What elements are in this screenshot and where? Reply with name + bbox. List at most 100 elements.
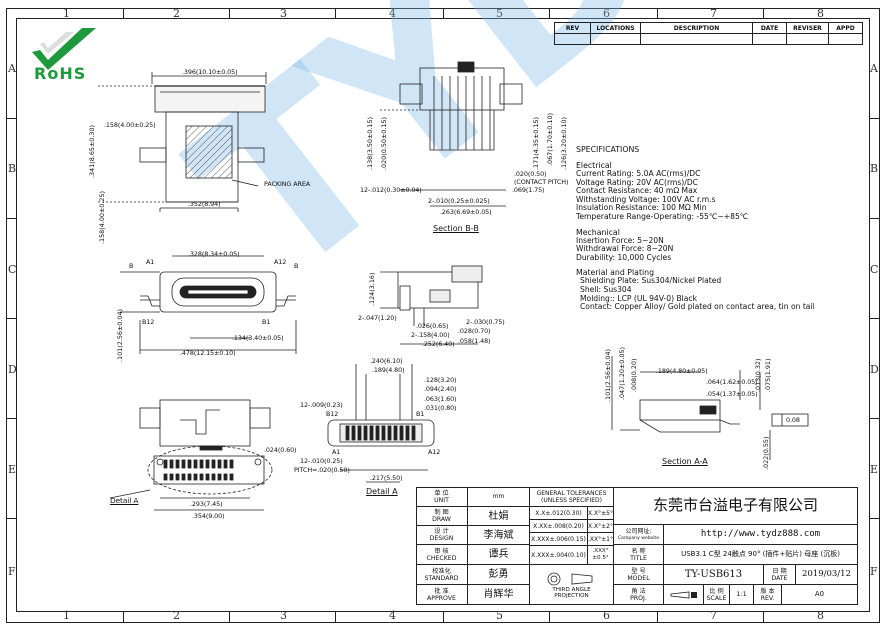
detail-a-outline xyxy=(327,364,435,483)
side-dim-6: .028(0.70) xyxy=(458,327,491,335)
spec-line: Withstanding Voltage: 100V AC r.m.s xyxy=(576,194,716,204)
revision-empty-row xyxy=(554,33,863,45)
checked-name: 谭兵 xyxy=(468,545,530,565)
detail-dim-3: .128(3.20) xyxy=(424,376,457,384)
front-width-dim: .328(8.34±0.05) xyxy=(188,250,240,258)
detail-b12-label: B12 xyxy=(326,410,339,418)
aa-dim-6: .075(1.91) xyxy=(764,358,772,392)
tol-linear-1: X.X±.012(0.30) xyxy=(530,507,588,520)
aa-flatness: 0.08 xyxy=(786,416,800,424)
section-bb-caption: Section B-B xyxy=(433,224,479,233)
front-dim-1: .134(3.40±0.05) xyxy=(232,334,284,342)
tol-angle-4: .XXX°±0.5° xyxy=(588,546,614,565)
tol-angle-2: X.X°±2° xyxy=(588,520,614,533)
col-label: 4 xyxy=(389,7,396,20)
tol-linear-3: X.XXX±.006(0.15) xyxy=(530,533,588,546)
row-label: A xyxy=(8,62,16,75)
col-label: 8 xyxy=(817,7,824,20)
bb-dim-3: .171(4.35±0.15) xyxy=(532,116,540,170)
drawing-frame-inner xyxy=(16,18,870,612)
third-angle-projection-icon xyxy=(547,572,592,585)
company-name: 东莞市台溢电子有限公司 xyxy=(614,487,858,525)
bb-dim-9: .263(6.69±0.05) xyxy=(440,208,492,216)
specifications-block: SPECIFICATIONS Electrical Current Rating… xyxy=(576,145,815,312)
bb-dim-7: 12-.012(0.30±0.04) xyxy=(360,186,422,194)
side-dim-2: 2-.047(1.20) xyxy=(358,314,397,322)
bottom-view-outline xyxy=(109,399,273,511)
side-dim-3: .026(0.65) xyxy=(416,322,449,330)
aa-dim-4: .189(4.80±0.05) xyxy=(656,367,708,375)
spec-mechanical-heading: Mechanical xyxy=(576,227,620,237)
detail-dim-5: .063(1.60) xyxy=(424,395,457,403)
model-value: TY-USB613 xyxy=(664,565,764,585)
aa-dim-3: .008(0.20) xyxy=(630,358,638,392)
title-value: USB3.1 C型 24触点 90° (插件+贴片) 母座 (沉板) xyxy=(664,545,858,565)
row-label: F xyxy=(8,565,16,578)
detail-dim-2: .189(4.80) xyxy=(372,366,405,374)
col-label: 3 xyxy=(280,609,287,622)
detail-dim-4: .094(2.40) xyxy=(424,385,457,393)
row-label: B xyxy=(8,162,17,175)
front-height-dim: .101(2.56±0.04) xyxy=(116,308,124,362)
projection-symbol-icon xyxy=(670,591,697,598)
spec-line: Temperature Range-Operating: -55℃~+85℃ xyxy=(576,211,749,221)
bb-dim-1: .138(3.50±0.15) xyxy=(366,116,374,170)
col-label: 6 xyxy=(603,7,610,20)
col-label: 5 xyxy=(496,609,503,622)
draw-name: 杜娟 xyxy=(468,507,530,526)
tol-angle-1: X.X°±5° xyxy=(588,507,614,520)
aa-dim-1: .101(2.56±0.04) xyxy=(604,348,612,402)
top-width-dim: .396(10.10±0.05) xyxy=(182,68,238,76)
col-label: 6 xyxy=(603,609,610,622)
detail-a-pins xyxy=(345,425,416,441)
row-label: D xyxy=(870,363,879,376)
col-label: 2 xyxy=(173,7,180,20)
unit-value: mm xyxy=(468,487,530,507)
projection-block: THIRD ANGLE PROJECTION xyxy=(530,565,614,605)
col-label: 2 xyxy=(173,609,180,622)
bb-dim-6: .069(1.75) xyxy=(512,186,545,194)
bb-dim-4: .067(1.70±0.10) xyxy=(546,112,554,166)
top-bottom-dim: .352(8.94) xyxy=(188,200,221,208)
section-aa-outline xyxy=(611,356,809,460)
bottom-detail-label: Detail A xyxy=(110,496,139,505)
spec-line: Insertion Force: 5~20N xyxy=(576,235,664,245)
top-left-dim: .158(4.00±0.25) xyxy=(104,121,156,129)
scale-value: 1:1 xyxy=(730,585,754,605)
date-value: 2019/03/12 xyxy=(796,565,858,585)
bb-pitch: .020(0.50) xyxy=(514,170,547,178)
row-label: C xyxy=(8,263,17,276)
top-height-dim: .341(8.65±0.30) xyxy=(88,124,96,178)
front-b1-label: B1 xyxy=(262,318,271,326)
standard-name: 彭勇 xyxy=(468,565,530,585)
row-label: D xyxy=(8,363,17,376)
spec-line: Shielding Plate: Sus304/Nickel Plated xyxy=(580,276,722,286)
spec-electrical-heading: Electrical xyxy=(576,161,612,170)
bottom-dim-1: .024(0.60) xyxy=(264,446,297,454)
front-a1-label: A1 xyxy=(146,258,155,266)
col-label: 8 xyxy=(817,609,824,622)
front-a12-label: A12 xyxy=(274,258,287,266)
tol-linear-4: X.XXX±.004(0.10) xyxy=(530,546,588,565)
spec-material-heading: Material and Plating xyxy=(576,268,655,278)
bb-pitch-note: (CONTACT PITCH) xyxy=(514,178,569,186)
projection-text: THIRD ANGLE PROJECTION xyxy=(552,586,591,599)
front-b12-label: B12 xyxy=(142,318,155,326)
side-dim-7: .252(6.40) xyxy=(422,340,455,348)
approve-name: 肖辉华 xyxy=(468,585,530,605)
spec-line: Withdrawal Force: 8~20N xyxy=(576,244,674,254)
detail-dim-1: .240(6.10) xyxy=(370,357,403,365)
spec-line: Molding:: LCP (UL 94V-0) Black xyxy=(580,293,697,303)
bottom-dim-2: .293(7.45) xyxy=(190,500,223,508)
rev-value: A0 xyxy=(782,585,858,605)
